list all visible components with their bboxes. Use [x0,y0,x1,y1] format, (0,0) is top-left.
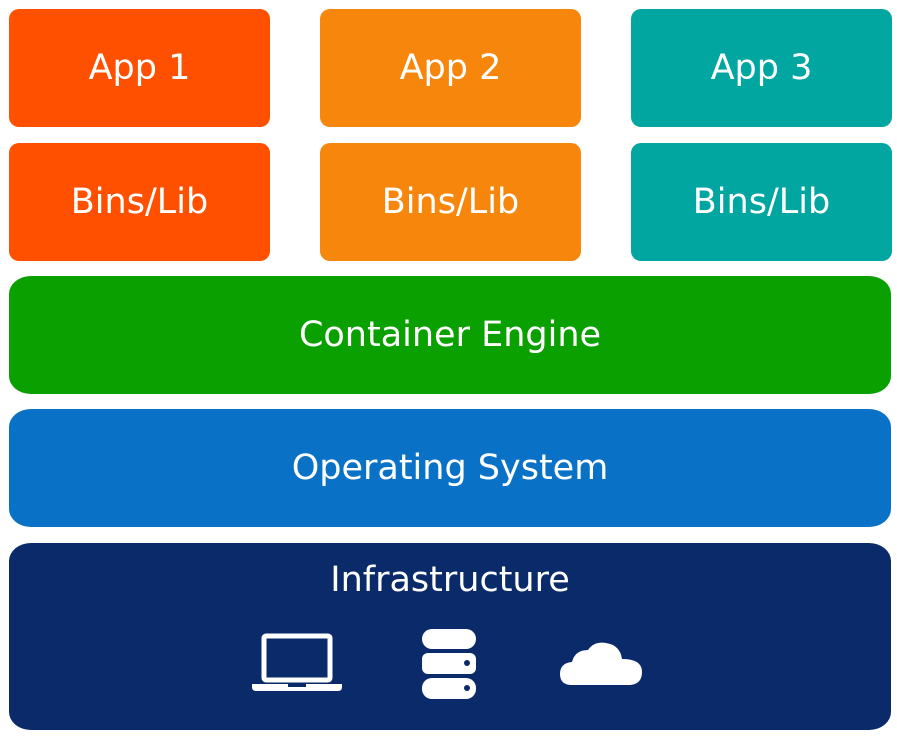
app-1-box: App 1 [9,9,270,127]
cloud-icon [560,642,642,685]
app-3-box: App 3 [631,9,892,127]
bins-lib-2-box: Bins/Lib [320,143,581,261]
container-engine-layer: Container Engine [9,276,891,394]
operating-system-layer: Operating System [9,409,891,527]
app-2-box: App 2 [320,9,581,127]
infrastructure-icons [9,629,891,701]
infrastructure-layer: Infrastructure [9,543,891,730]
app-3-label: App 3 [710,48,813,88]
bins-lib-1-label: Bins/Lib [70,182,209,222]
bins-lib-3-label: Bins/Lib [692,182,831,222]
infrastructure-label: Infrastructure [330,560,570,600]
bins-lib-1-box: Bins/Lib [9,143,270,261]
laptop-icon [252,633,342,691]
bins-lib-2-label: Bins/Lib [381,182,520,222]
bins-lib-3-box: Bins/Lib [631,143,892,261]
app-1-label: App 1 [88,48,191,88]
container-engine-label: Container Engine [298,315,602,355]
app-2-label: App 2 [399,48,502,88]
database-icon [422,629,476,699]
operating-system-label: Operating System [291,448,609,488]
